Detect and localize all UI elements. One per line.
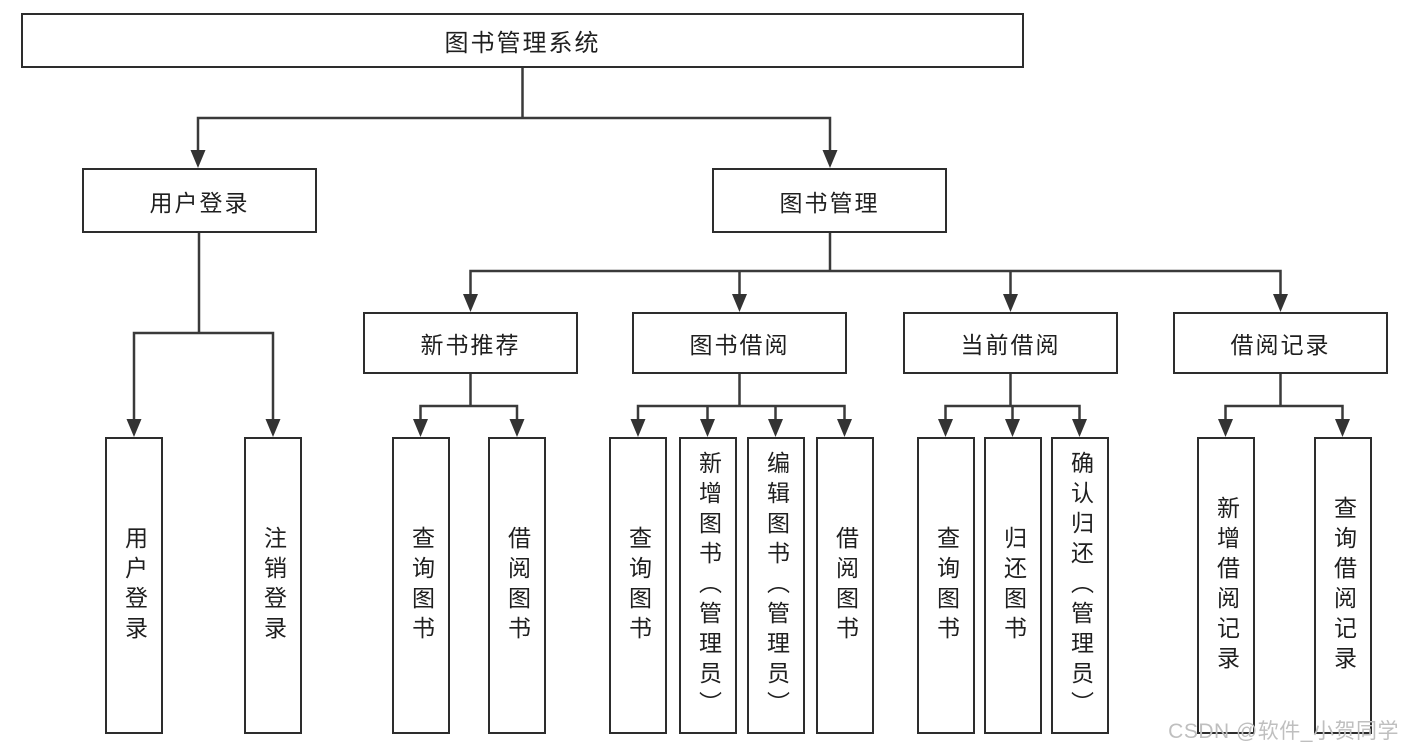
- leaf-borrow-books-recommend-label: 借阅图书: [504, 525, 531, 646]
- node-borrowing-records: 借阅记录: [1173, 312, 1388, 374]
- edge-root-to-level2: [196, 68, 832, 152]
- leaf-add-borrow-record: 新增借阅记录: [1197, 437, 1255, 734]
- leaf-user-login: 用户登录: [105, 437, 163, 734]
- node-book-management: 图书管理: [712, 168, 947, 233]
- node-borrowing-records-label: 借阅记录: [1230, 332, 1331, 358]
- leaf-edit-book-admin-label: 编辑图书（管理员）: [763, 450, 790, 721]
- node-book-management-label: 图书管理: [779, 189, 880, 216]
- leaf-confirm-return-admin: 确认归还（管理员）: [1051, 437, 1109, 734]
- node-new-book-recommend: 新书推荐: [363, 312, 578, 374]
- leaf-query-borrow-record-label: 查询借阅记录: [1330, 495, 1357, 676]
- edge-book-borrow-branch: [636, 374, 846, 421]
- leaf-return-books-label: 归还图书: [1000, 525, 1027, 646]
- leaf-return-books: 归还图书: [984, 437, 1042, 734]
- node-user-login: 用户登录: [82, 168, 317, 233]
- edge-current-borrow-branch: [944, 374, 1081, 421]
- node-current-borrowing: 当前借阅: [903, 312, 1118, 374]
- leaf-query-borrow-record: 查询借阅记录: [1314, 437, 1372, 734]
- leaf-add-borrow-record-label: 新增借阅记录: [1213, 495, 1240, 676]
- edge-book-mgmt-branch: [469, 233, 1282, 296]
- leaf-query-books-recommend: 查询图书: [392, 437, 450, 734]
- leaf-query-books-recommend-label: 查询图书: [408, 525, 435, 646]
- edge-user-login-branch: [132, 233, 275, 421]
- leaf-user-login-label: 用户登录: [121, 525, 148, 646]
- node-current-borrowing-label: 当前借阅: [960, 332, 1061, 358]
- leaf-query-books-borrow-label: 查询图书: [625, 525, 652, 646]
- leaf-query-books-current-label: 查询图书: [933, 525, 960, 646]
- node-book-borrowing: 图书借阅: [632, 312, 847, 374]
- leaf-logout: 注销登录: [244, 437, 302, 734]
- edge-borrow-record-branch: [1224, 374, 1344, 421]
- leaf-borrow-books: 借阅图书: [816, 437, 874, 734]
- leaf-query-books-borrow: 查询图书: [609, 437, 667, 734]
- node-library-system: 图书管理系统: [21, 13, 1024, 68]
- leaf-borrow-books-recommend: 借阅图书: [488, 437, 546, 734]
- edge-new-book-branch: [419, 374, 519, 421]
- leaf-logout-label: 注销登录: [260, 525, 287, 646]
- node-new-book-recommend-label: 新书推荐: [420, 332, 521, 358]
- csdn-watermark: CSDN @软件_小贺同学: [1168, 720, 1399, 743]
- node-user-login-label: 用户登录: [149, 189, 250, 216]
- leaf-add-book-admin-label: 新增图书（管理员）: [695, 450, 722, 721]
- leaf-borrow-books-label: 借阅图书: [832, 525, 859, 646]
- node-book-borrowing-label: 图书借阅: [689, 332, 790, 358]
- leaf-query-books-current: 查询图书: [917, 437, 975, 734]
- leaf-add-book-admin: 新增图书（管理员）: [679, 437, 737, 734]
- leaf-confirm-return-admin-label: 确认归还（管理员）: [1067, 450, 1094, 721]
- node-library-system-label: 图书管理系统: [444, 30, 601, 57]
- leaf-edit-book-admin: 编辑图书（管理员）: [747, 437, 805, 734]
